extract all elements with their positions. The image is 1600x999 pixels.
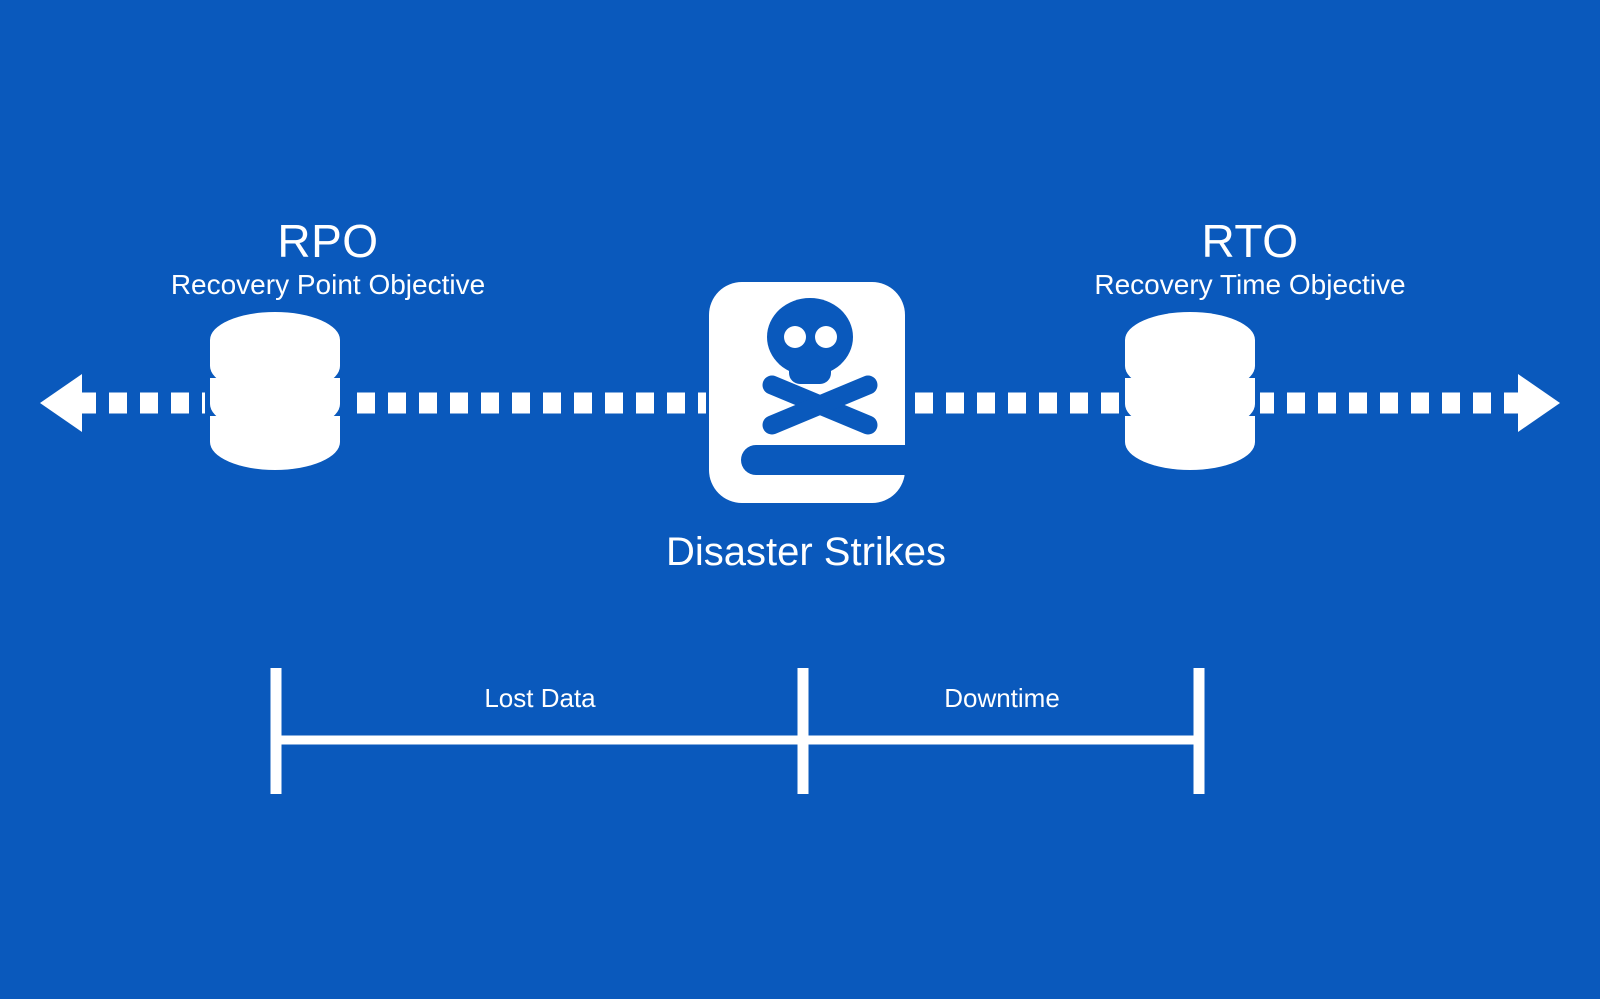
skull-glyph [767,298,853,384]
rto-expansion: Recovery Time Objective [1094,269,1406,300]
timeline-right-arrowhead [1518,374,1560,432]
segment-label-downtime: Downtime [944,683,1060,713]
rto-acronym: RTO [1201,215,1299,267]
crossbones-glyph [762,375,878,435]
book-skull-crossbones-icon [706,278,908,508]
database-icon-right [1120,312,1260,470]
disaster-strikes-label: Disaster Strikes [665,530,947,574]
rpo-heading-block: RPO Recovery Point Objective [78,214,578,302]
book-spine-bar [741,445,905,475]
rto-heading-block: RTO Recovery Time Objective [1000,214,1500,302]
rpo-expansion: Recovery Point Objective [170,269,486,300]
timeline-left-arrowhead [40,374,82,432]
segment-label-lost-data: Lost Data [484,683,596,713]
database-icon-left [205,312,345,470]
rpo-acronym: RPO [277,215,379,267]
measure-bracket [270,668,1205,794]
